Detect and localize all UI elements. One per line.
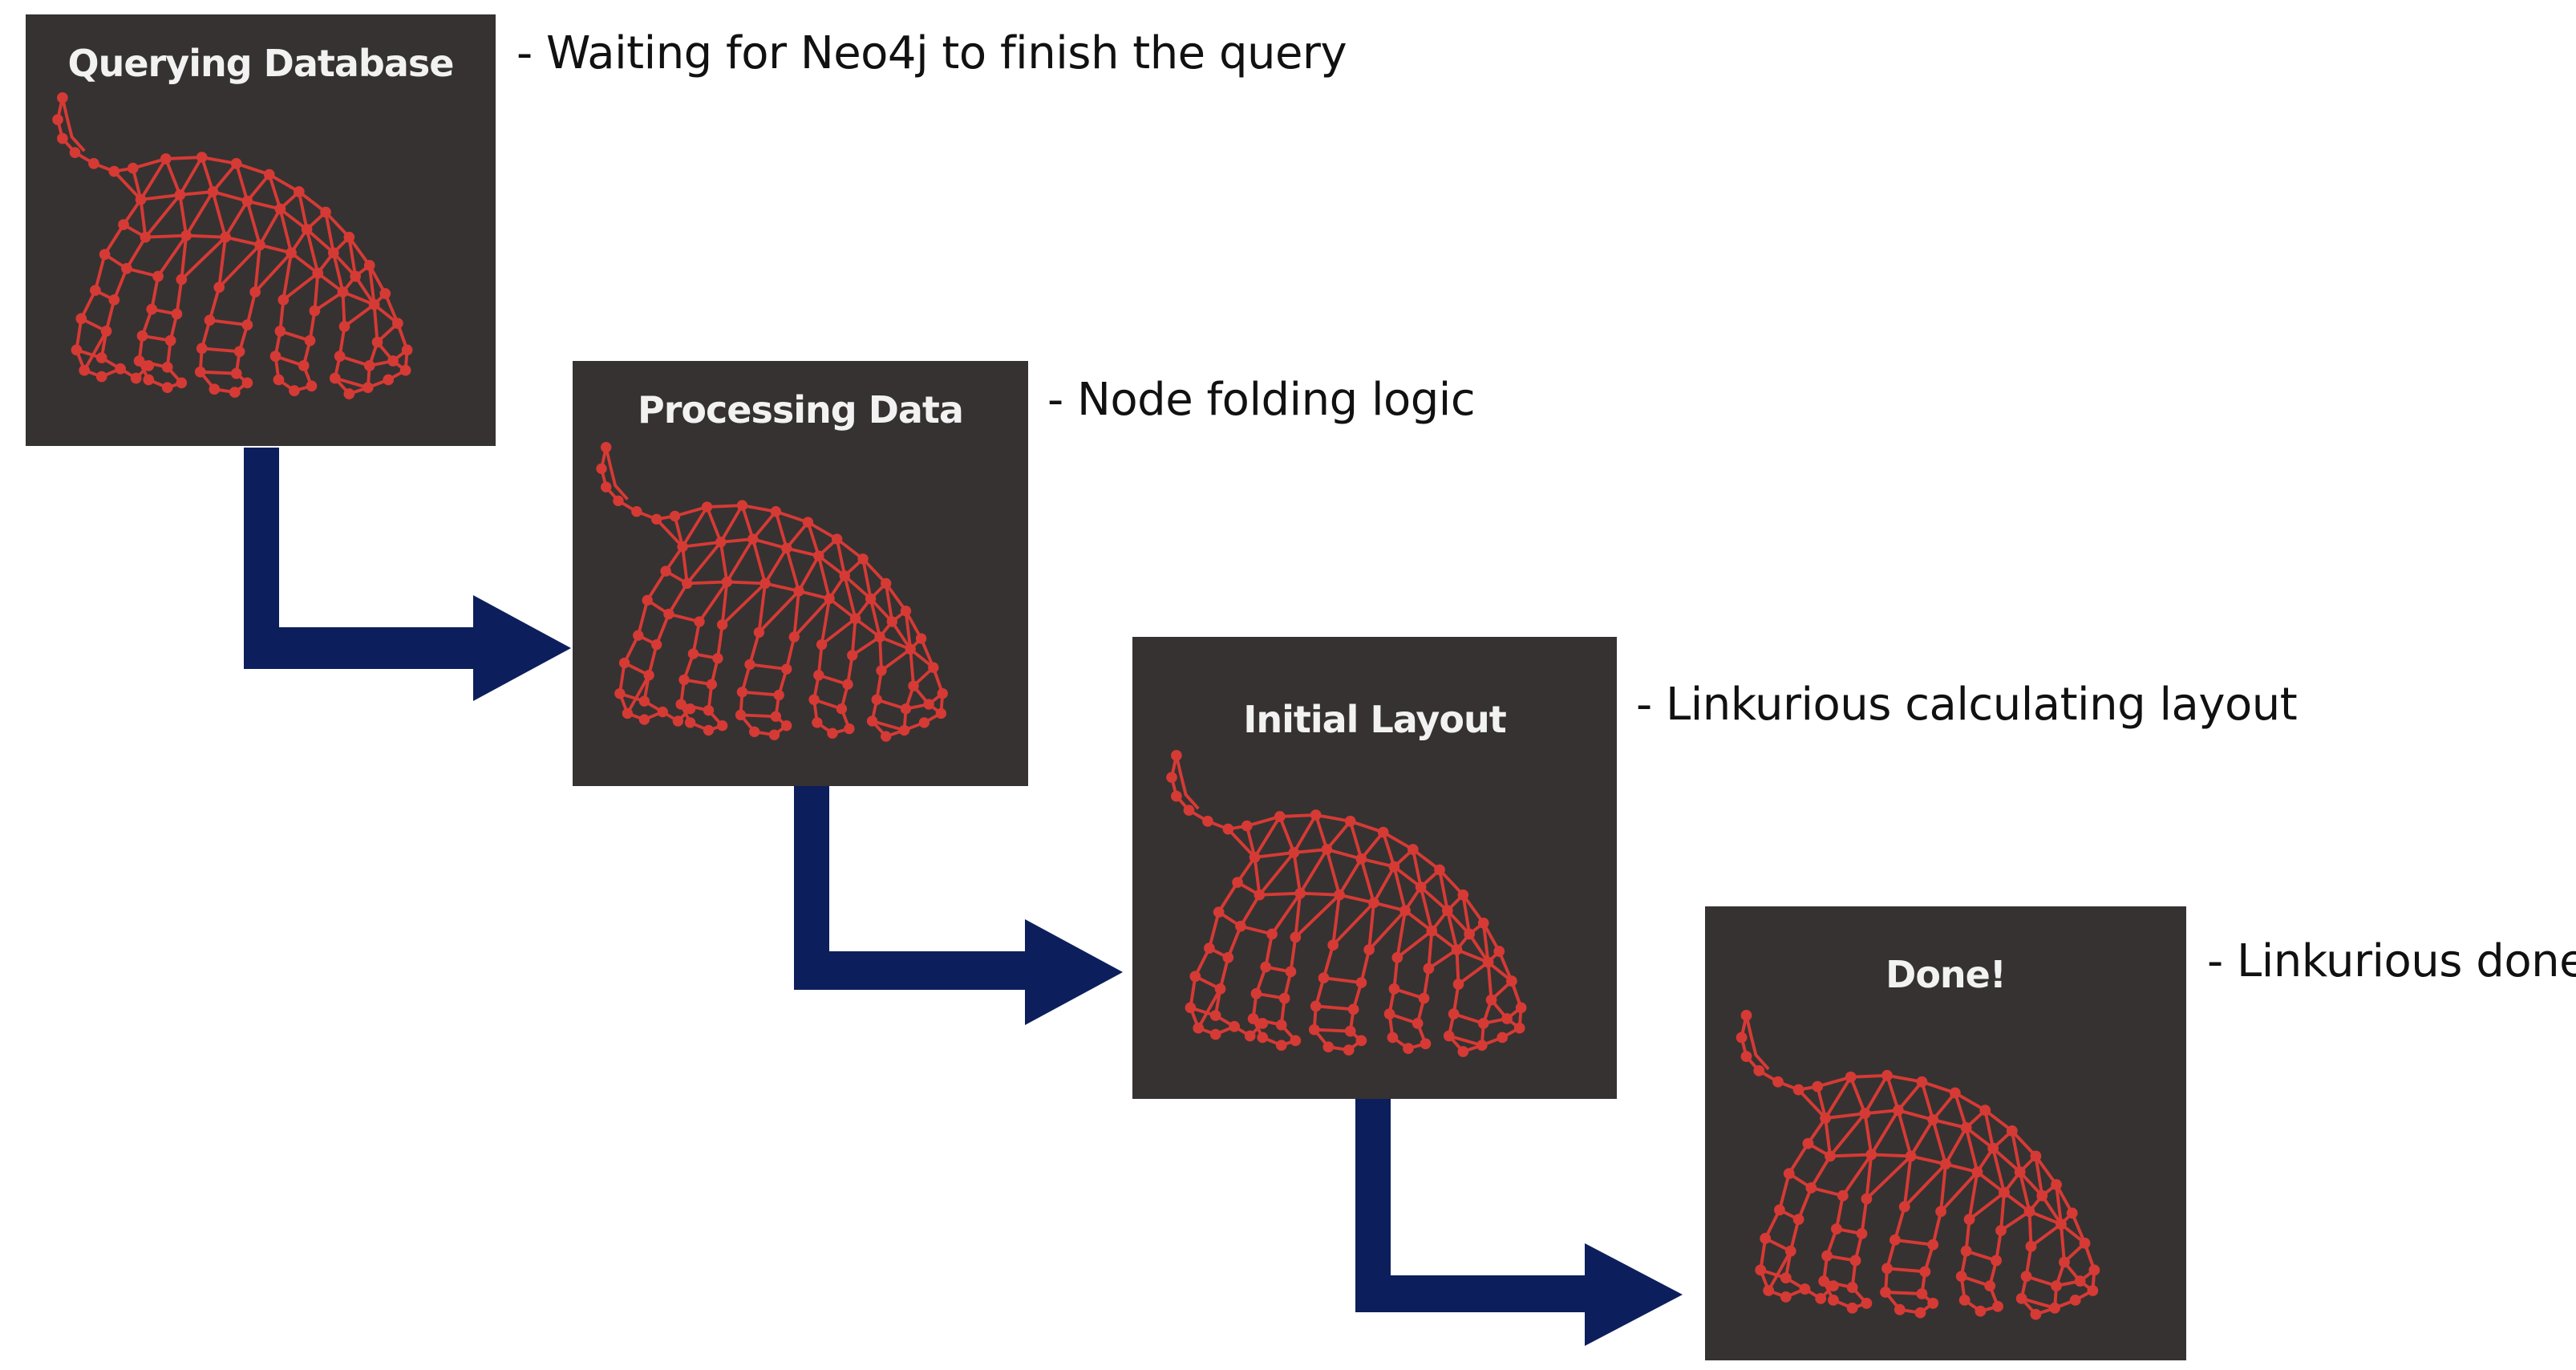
stage-title: Done! [1885,953,2007,996]
stage-note: - Node folding logic [1047,374,1476,426]
stage-panel-done: Done! [1705,906,2186,1360]
arrow-1 [244,448,571,701]
network-animal-icon [1164,749,1529,1059]
network-animal-icon [594,441,950,744]
arrow-2 [794,768,1123,1025]
stage-note: - Waiting for Neo4j to finish the query [516,27,1347,79]
stage-title: Querying Database [67,42,455,85]
stage-title: Initial Layout [1243,698,1506,741]
network-animal-icon [1734,1009,2102,1322]
stage-panel-processing: Processing Data [573,361,1028,786]
network-animal-icon [51,91,415,401]
stage-title: Processing Data [638,388,964,432]
stage-note: - Linkurious calculating layout [1636,679,2298,731]
stage-note: - Linkurious done [2207,935,2576,987]
arrow-3 [1355,1091,1683,1346]
stage-panel-initial-layout: Initial Layout [1132,637,1617,1099]
stage-panel-querying: Querying Database [26,14,496,446]
